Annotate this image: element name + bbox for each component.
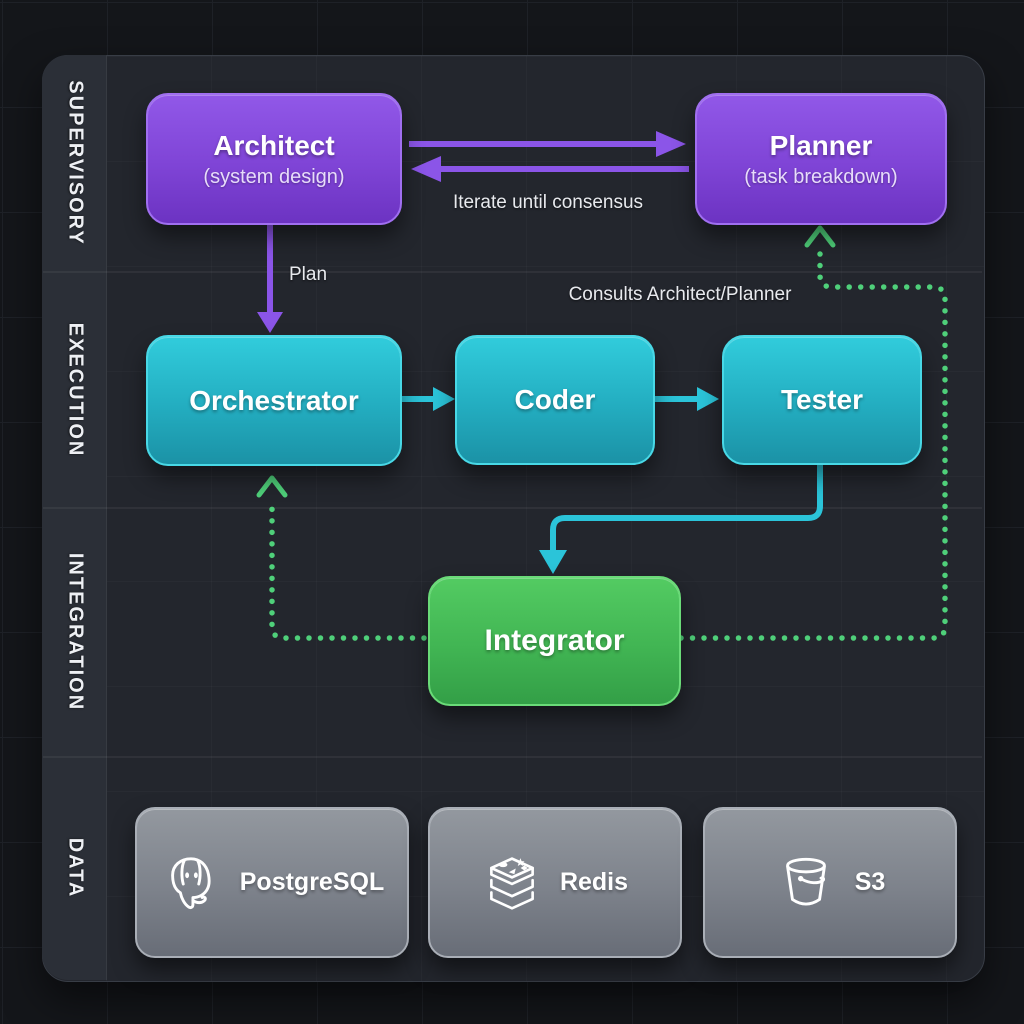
s3-label: S3	[854, 868, 886, 896]
coder-title: Coder	[514, 384, 596, 415]
lane-label-integration: INTEGRATION	[64, 552, 87, 712]
edge-label-plan: Plan	[289, 264, 328, 285]
s3-bucket-icon	[775, 852, 837, 914]
lane-divider-execution-integration	[43, 507, 982, 509]
lane-divider-supervisory-execution	[43, 271, 982, 273]
datastore-s3: S3	[703, 807, 957, 958]
redis-stack-icon	[482, 853, 542, 913]
node-coder: Coder	[455, 335, 655, 465]
datastore-postgresql: PostgreSQL	[135, 807, 409, 958]
planner-title: Planner	[769, 129, 873, 161]
integrator-title: Integrator	[484, 624, 625, 657]
lane-divider-integration-data	[43, 756, 982, 758]
lane-label-execution: EXECUTION	[64, 322, 87, 458]
postgresql-label: PostgreSQL	[239, 868, 385, 896]
postgresql-elephant-icon	[160, 852, 222, 914]
redis-label: Redis	[559, 868, 629, 896]
architect-title: Architect	[213, 129, 335, 161]
node-orchestrator: Orchestrator	[146, 335, 402, 466]
node-planner: Planner (task breakdown)	[695, 93, 947, 225]
edge-label-iterate: Iterate until consensus	[452, 192, 644, 213]
node-integrator: Integrator	[428, 576, 681, 706]
node-architect: Architect (system design)	[146, 93, 402, 225]
lane-label-data: DATA	[64, 837, 87, 899]
orchestrator-title: Orchestrator	[189, 384, 359, 416]
planner-subtitle: (task breakdown)	[744, 165, 898, 188]
datastore-redis: Redis	[428, 807, 682, 958]
lane-label-supervisory: SUPERVISORY	[64, 80, 87, 246]
node-tester: Tester	[722, 335, 922, 465]
lane-label-strip	[42, 55, 107, 980]
edge-label-consults: Consults Architect/Planner	[568, 284, 792, 305]
tester-title: Tester	[781, 384, 863, 415]
architect-subtitle: (system design)	[203, 165, 345, 188]
